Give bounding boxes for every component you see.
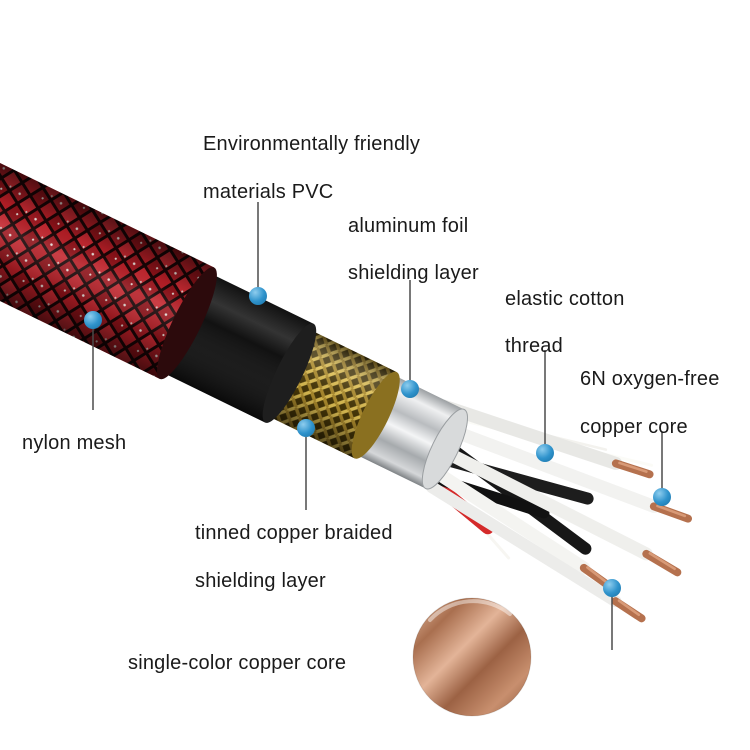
copper-core-tips	[579, 459, 692, 623]
label-nylon-mesh: nylon mesh	[22, 432, 127, 454]
label-single-core: single-color copper core	[128, 652, 347, 674]
label-oxygen-free-line2: copper core	[580, 416, 688, 438]
callout-dot-single-core	[603, 579, 621, 597]
callout-dot-aluminum-foil	[401, 380, 419, 398]
callout-dot-tinned-braid	[297, 419, 315, 437]
callout-dot-copper-core	[653, 488, 671, 506]
label-oxygen-free-line1: 6N oxygen-free	[580, 368, 720, 390]
label-tinned-line2: shielding layer	[195, 570, 326, 592]
callout-dot-cotton-thread	[536, 444, 554, 462]
label-cotton-line1: elastic cotton	[505, 288, 625, 310]
label-tinned-line1: tinned copper braided	[195, 522, 393, 544]
label-cotton-line2: thread	[505, 335, 563, 357]
nylon-mesh-layer	[0, 110, 217, 380]
label-pvc-line1: Environmentally friendly	[203, 133, 421, 155]
label-pvc-line2: materials PVC	[203, 181, 334, 203]
callout-dots	[84, 287, 671, 597]
label-aluminum-line1: aluminum foil	[348, 215, 469, 237]
label-aluminum-line2: shielding layer	[348, 262, 479, 284]
copper-core-inset	[412, 597, 532, 717]
cable-body	[0, 110, 692, 623]
callout-dot-pvc	[249, 287, 267, 305]
callout-lines	[92, 202, 663, 650]
callout-dot-nylon-mesh	[84, 311, 102, 329]
